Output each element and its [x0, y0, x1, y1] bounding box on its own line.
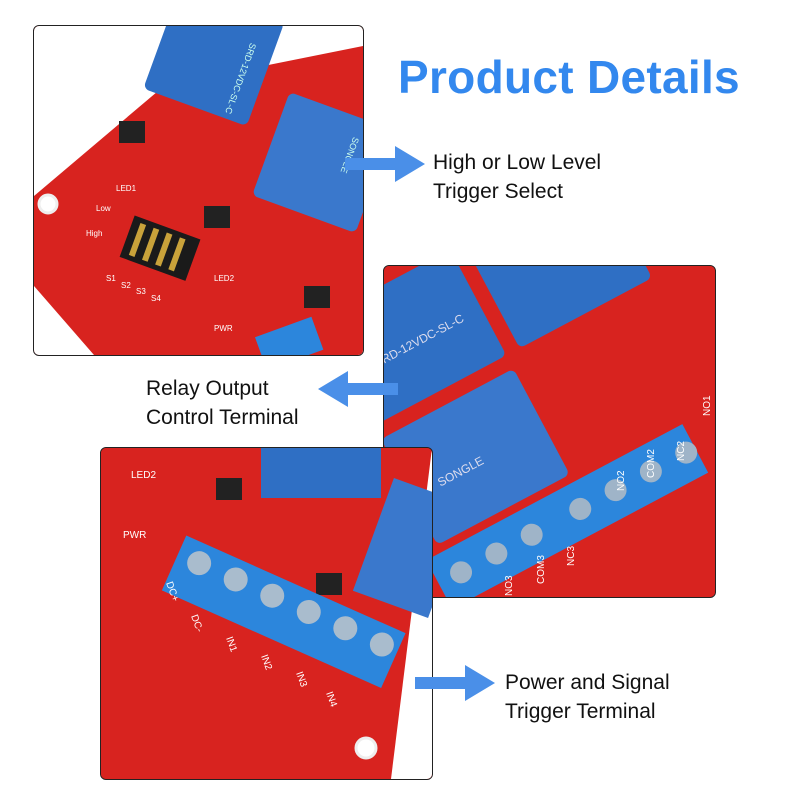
terminal-label: NO3: [504, 575, 515, 596]
callout-line: Power and Signal: [505, 671, 670, 694]
board-label: PWR: [123, 530, 146, 541]
board-label: S3: [136, 287, 146, 296]
callout-line: Control Terminal: [146, 406, 299, 429]
terminal-label: NO1: [702, 395, 713, 416]
terminal-label: NO2: [616, 470, 627, 491]
terminal-block: [161, 535, 406, 688]
arrow-right-icon: [345, 146, 425, 182]
page-title: Product Details: [398, 51, 740, 103]
terminal-label: IN4: [323, 690, 339, 709]
photo-relay-output: SRD-12VDC-SL-C SONGLE NO3 COM3 NC3 NO2 C…: [383, 265, 716, 598]
terminal-label: NC2: [676, 441, 687, 461]
arrow-left-icon: [318, 371, 398, 407]
callout-line: Trigger Terminal: [505, 700, 656, 723]
callout-line: High or Low Level: [433, 151, 602, 174]
board-label: LED1: [116, 184, 137, 193]
board-label: S2: [121, 281, 131, 290]
callout-line: Relay Output: [146, 377, 269, 400]
terminal-block: [426, 424, 709, 597]
terminal-label: IN1: [223, 635, 239, 654]
board-label: LED2: [131, 470, 156, 481]
relay: SRD-12VDC-SL-C: [144, 26, 283, 125]
board-label: S4: [151, 294, 161, 303]
callout-power-signal: Power and Signal Trigger Terminal: [505, 668, 670, 726]
callout-relay-output: Relay Output Control Terminal: [146, 374, 299, 432]
photo-power-signal: DC+ DC- IN1 IN2 IN3 IN4 LED2 PWR: [100, 447, 433, 780]
board-label: LED2: [214, 274, 235, 283]
board-label: Low: [96, 204, 111, 213]
board-label: PWR: [214, 324, 233, 333]
jumper-header: [119, 215, 201, 281]
callout-trigger-select: High or Low Level Trigger Select: [433, 148, 601, 206]
terminal-label: IN3: [293, 670, 309, 689]
arrow-right-icon: [415, 665, 495, 701]
callout-line: Trigger Select: [433, 180, 563, 203]
terminal-label: COM3: [536, 555, 547, 584]
terminal-label: IN2: [258, 653, 274, 672]
photo-trigger-select: SRD-12VDC-SL-C SONGLE LED1 LED2 S1 S2 S3…: [33, 25, 364, 356]
terminal-label: COM2: [646, 449, 657, 478]
terminal-label: NC3: [566, 546, 577, 566]
board-label: High: [86, 229, 102, 238]
board-label: S1: [106, 274, 116, 283]
